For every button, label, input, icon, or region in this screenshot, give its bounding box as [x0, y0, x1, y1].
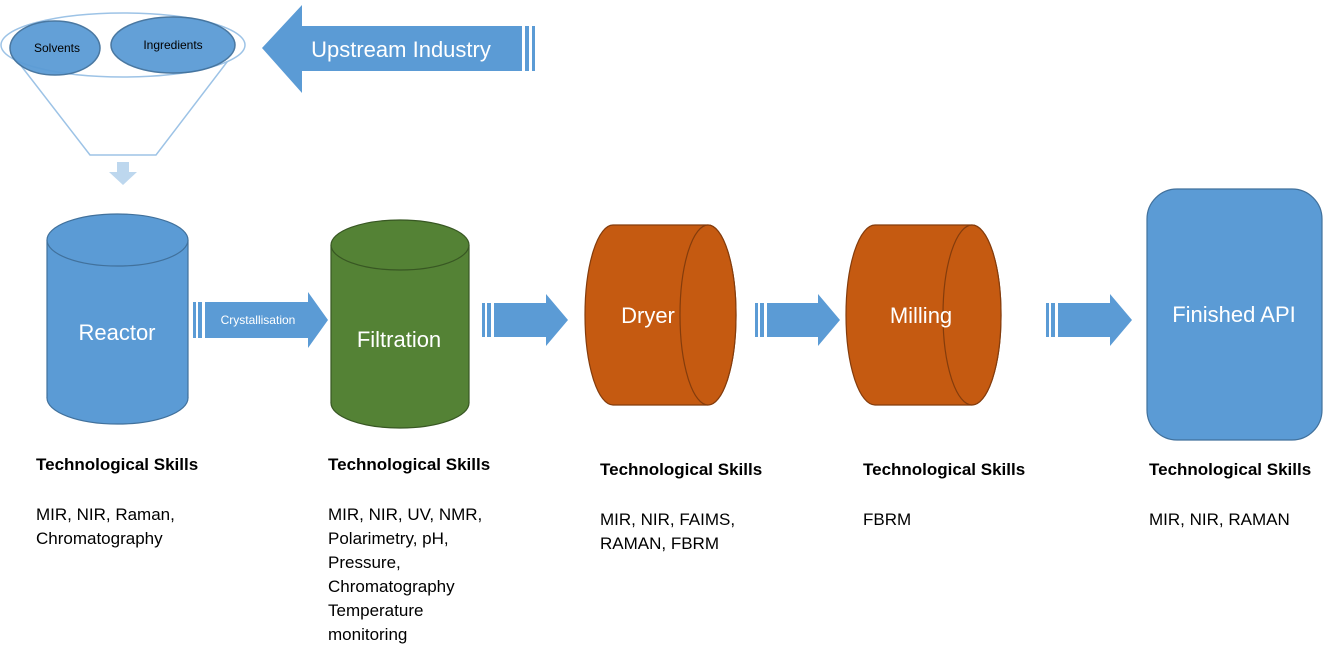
filtration-body	[331, 245, 469, 403]
finished-api-shape	[1146, 188, 1323, 441]
filtration-top	[330, 219, 470, 271]
input-funnel: Solvents Ingredients	[0, 12, 246, 156]
arrow-stripe	[482, 303, 485, 337]
finished-skills: Technological Skills MIR, NIR, RAMAN	[1149, 459, 1323, 532]
upstream-arrow-stripe	[525, 26, 529, 71]
reactor-skills-list: MIR, NIR, Raman, Chromatography	[36, 505, 175, 548]
milling-end	[942, 224, 1002, 406]
arrow-stripe	[1051, 303, 1055, 337]
crystallisation-label: Crystallisation	[221, 313, 296, 327]
milling-label: Milling	[890, 303, 952, 328]
flow-arrow-shape	[494, 294, 568, 346]
crystallisation-arrow-shape	[205, 292, 328, 348]
arrow-stripe	[198, 302, 202, 338]
solvents-ellipse	[9, 20, 101, 76]
dryer-skills-list: MIR, NIR, FAIMS, RAMAN, FBRM	[600, 510, 736, 553]
finished-api-box: Finished API	[1146, 188, 1323, 441]
crystallisation-arrow: Crystallisation	[193, 292, 328, 348]
reactor-top	[46, 213, 189, 267]
upstream-arrow-shape	[262, 5, 522, 93]
funnel-down-arrow	[109, 162, 137, 185]
flow-arrow-dryer-milling	[755, 294, 840, 346]
dryer-cylinder: Dryer	[584, 224, 737, 406]
dryer-label: Dryer	[621, 303, 675, 328]
upstream-industry-arrow: Upstream Industry	[262, 5, 535, 93]
dryer-skills-title: Technological Skills	[600, 460, 763, 479]
flow-arrow-milling-finished	[1046, 294, 1132, 346]
reactor-skills-title: Technological Skills	[36, 455, 199, 474]
finished-api-label: Finished API	[1172, 302, 1296, 327]
milling-skills-list: FBRM	[863, 510, 912, 529]
arrow-stripe	[487, 303, 491, 337]
filtration-skills-title: Technological Skills	[328, 455, 491, 474]
flow-arrow-filtration-dryer	[482, 294, 568, 346]
arrow-stripe	[760, 303, 764, 337]
filtration-label: Filtration	[357, 327, 441, 352]
dryer-skills: Technological Skills MIR, NIR, FAIMS, RA…	[600, 459, 820, 556]
dryer-end	[679, 224, 737, 406]
reactor-cylinder: Reactor	[46, 213, 189, 425]
finished-skills-list: MIR, NIR, RAMAN	[1149, 510, 1290, 529]
reactor-skills: Technological Skills MIR, NIR, Raman, Ch…	[36, 454, 256, 551]
arrow-stripe	[1046, 303, 1049, 337]
arrow-stripe	[755, 303, 758, 337]
flow-arrow-shape	[767, 294, 840, 346]
ingredients-label: Ingredients	[143, 38, 202, 52]
finished-skills-title: Technological Skills	[1149, 460, 1312, 479]
upstream-industry-label: Upstream Industry	[311, 37, 491, 62]
milling-cylinder: Milling	[845, 224, 1002, 406]
flow-arrow-shape	[1058, 294, 1132, 346]
ingredients-ellipse	[110, 16, 236, 74]
milling-skills: Technological Skills FBRM	[863, 459, 1083, 532]
filtration-skills: Technological Skills MIR, NIR, UV, NMR, …	[328, 454, 558, 647]
upstream-arrow-stripe	[532, 26, 535, 71]
filtration-skills-list: MIR, NIR, UV, NMR, Polarimetry, pH, Pres…	[328, 505, 483, 644]
solvents-label: Solvents	[34, 41, 80, 55]
reactor-label: Reactor	[78, 320, 155, 345]
filtration-cylinder: Filtration	[330, 219, 470, 429]
milling-skills-title: Technological Skills	[863, 460, 1026, 479]
arrow-stripe	[193, 302, 196, 338]
